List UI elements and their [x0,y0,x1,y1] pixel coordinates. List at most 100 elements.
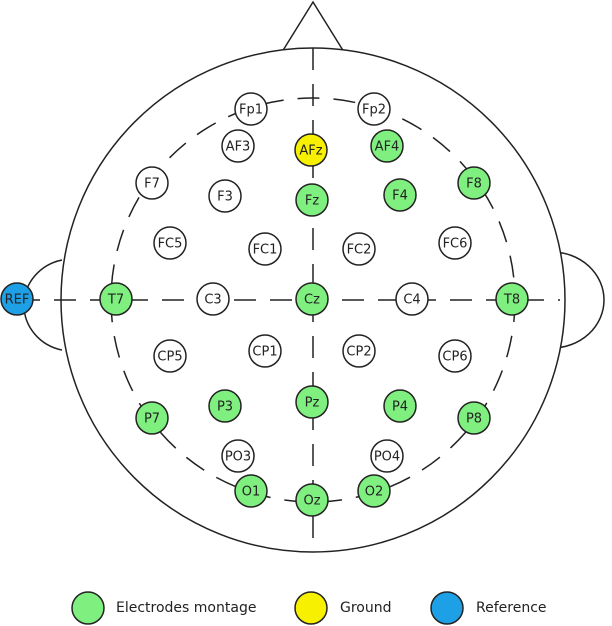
electrode-cp6: CP6 [438,339,472,373]
electrode-marker [395,282,429,316]
legend-swatch-reference [430,591,464,625]
electrode-o2: O2 [357,474,391,508]
electrode-marker [342,334,376,368]
electrode-label: P3 [217,400,233,415]
electrode-label: C4 [403,293,420,308]
electrode-fz: Fz [295,183,329,217]
electrode-marker [357,92,391,126]
legend-swatch-montage [71,591,105,625]
electrode-t7: T7 [99,282,133,316]
electrode-marker [221,439,255,473]
electrode-label: O2 [365,485,384,500]
electrode-po4: PO4 [370,439,404,473]
legend-swatch-ground [294,591,328,625]
electrode-marker [457,401,491,435]
electrode-label: F7 [144,177,160,192]
electrode-ref: REF [0,282,34,316]
electrode-label: Oz [303,494,320,509]
electrode-fc2: FC2 [342,232,376,266]
electrode-marker [248,334,282,368]
electrode-afz: AFz [294,133,328,167]
electrode-label: T7 [107,293,124,308]
electrode-marker [370,129,404,163]
electrode-label: CP1 [252,345,277,360]
electrode-label: PO3 [225,450,251,465]
electrode-label: AFz [299,144,322,159]
electrode-label: REF [5,293,30,308]
legend-item-montage: Electrodes montage [71,591,256,625]
electrode-label: T8 [503,293,520,308]
electrode-cz: Cz [295,282,329,316]
legend-item-reference: Reference [430,591,547,625]
electrode-f7: F7 [135,166,169,200]
electrode-o1: O1 [234,474,268,508]
electrode-marker [135,401,169,435]
electrode-p8: P8 [457,401,491,435]
electrode-c4: C4 [395,282,429,316]
electrode-marker [438,226,472,260]
electrode-label: Cz [304,293,320,308]
electrode-marker [342,232,376,266]
electrode-marker [383,178,417,212]
electrode-marker [383,389,417,423]
electrode-p3: P3 [208,389,242,423]
electrode-label: CP2 [346,345,371,360]
electrode-label: Fp1 [239,103,263,118]
electrode-label: F3 [217,190,233,205]
electrode-marker [208,179,242,213]
electrode-label: CP5 [157,350,182,365]
electrode-f4: F4 [383,178,417,212]
electrode-label: AF4 [375,140,400,155]
electrode-f3: F3 [208,179,242,213]
electrode-label: FC2 [347,243,372,258]
electrode-marker [294,133,328,167]
electrode-cp1: CP1 [248,334,282,368]
electrode-label: CP6 [442,350,467,365]
electrode-label: Fz [305,194,319,209]
electrode-label: F8 [466,177,482,192]
electrode-marker [0,282,34,316]
electrode-marker [295,183,329,217]
electrode-label: FC5 [158,237,183,252]
electrode-af4: AF4 [370,129,404,163]
electrode-f8: F8 [457,166,491,200]
nose [281,0,345,53]
electrode-marker [153,339,187,373]
electrode-label: Fp2 [362,103,386,118]
electrode-label: P8 [466,412,482,427]
electrode-label: P4 [392,400,408,415]
electrode-marker [234,92,268,126]
electrode-fp1: Fp1 [234,92,268,126]
electrode-cp2: CP2 [342,334,376,368]
electrode-label: C3 [204,293,221,308]
electrode-marker [457,166,491,200]
electrode-cp5: CP5 [153,339,187,373]
legend-label-ground: Ground [340,600,392,616]
legend-item-ground: Ground [294,591,392,625]
electrode-label: FC6 [443,237,468,252]
electrode-marker [495,282,529,316]
electrode-marker [357,474,391,508]
electrode-label: FC1 [253,243,278,258]
electrode-marker [295,282,329,316]
electrode-marker [438,339,472,373]
electrode-marker [248,232,282,266]
electrode-marker [295,385,329,419]
electrode-oz: Oz [295,483,329,517]
electrode-label: O1 [242,485,261,500]
legend-label-reference: Reference [476,600,547,616]
electrode-marker [196,282,230,316]
electrode-label: AF3 [226,140,251,155]
electrode-marker [135,166,169,200]
electrode-marker [153,226,187,260]
electrode-label: P7 [144,412,160,427]
electrode-marker [234,474,268,508]
electrode-label: Pz [305,396,320,411]
electrode-label: PO4 [374,450,400,465]
electrode-marker [370,439,404,473]
legend-label-montage: Electrodes montage [116,600,256,616]
electrode-marker [208,389,242,423]
electrode-label: F4 [392,189,408,204]
electrode-marker [221,129,255,163]
